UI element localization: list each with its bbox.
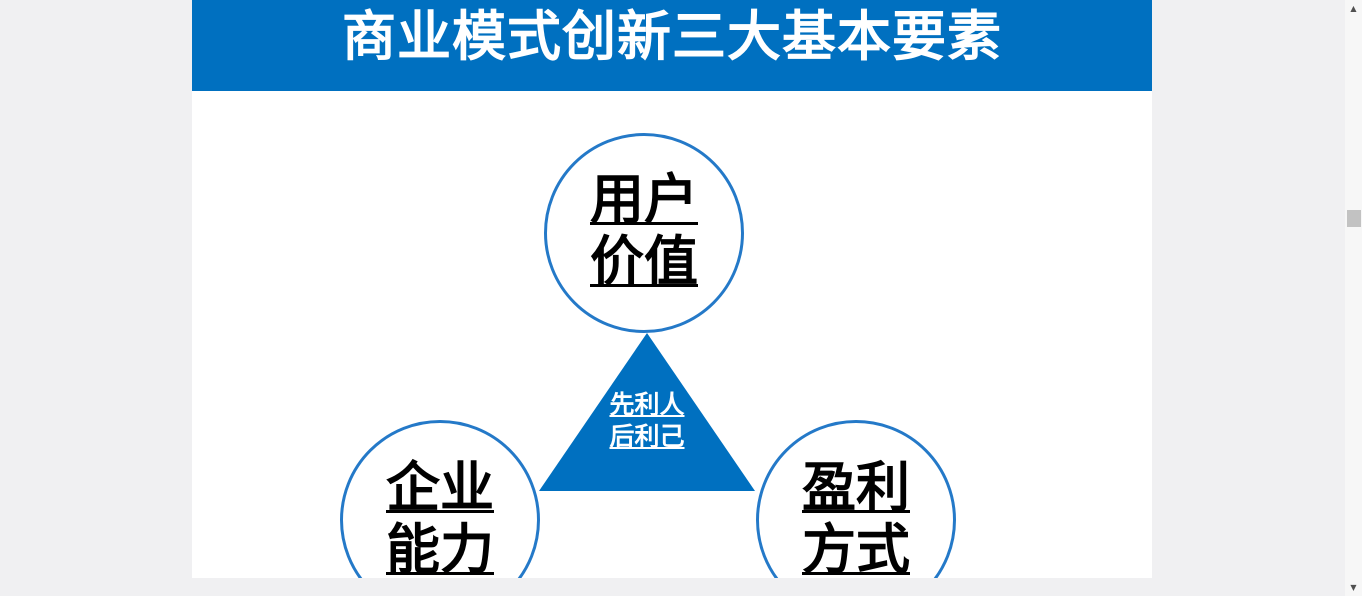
chevron-down-icon[interactable]: ▼ <box>1350 583 1357 592</box>
circle-enterprise-capability-label: 企业 能力 <box>343 423 537 579</box>
circle-user-value: 用户 价值 <box>544 133 744 333</box>
triangle-label-line2: 后利己 <box>609 422 685 451</box>
slide: 商业模式创新三大基本要素 先利人 后利己 用户 价值 企业 能力 盈利 方式 <box>192 0 1152 578</box>
circle-profit-mode-line1: 盈利 <box>802 456 910 519</box>
circle-user-value-line2: 价值 <box>590 230 698 293</box>
circle-user-value-line1: 用户 <box>590 168 698 231</box>
vertical-scrollbar[interactable]: ▲ ▼ <box>1345 0 1362 596</box>
triangle-label: 先利人 后利己 <box>582 389 712 453</box>
center-triangle <box>539 333 755 491</box>
circle-profit-mode: 盈利 方式 <box>756 420 956 578</box>
circle-enterprise-capability-line2: 能力 <box>386 518 494 579</box>
circle-enterprise-capability-line1: 企业 <box>386 456 494 519</box>
slide-title: 商业模式创新三大基本要素 <box>342 5 1002 68</box>
triangle-shape <box>539 333 755 491</box>
circle-profit-mode-label: 盈利 方式 <box>759 423 953 579</box>
triangle-label-line1: 先利人 <box>609 390 685 419</box>
scrollbar-thumb[interactable] <box>1347 210 1361 227</box>
title-bar: 商业模式创新三大基本要素 <box>192 0 1152 91</box>
chevron-up-icon[interactable]: ▲ <box>1350 4 1357 13</box>
circle-profit-mode-line2: 方式 <box>802 518 910 579</box>
circle-enterprise-capability: 企业 能力 <box>340 420 540 578</box>
circle-user-value-label: 用户 价值 <box>547 136 741 330</box>
